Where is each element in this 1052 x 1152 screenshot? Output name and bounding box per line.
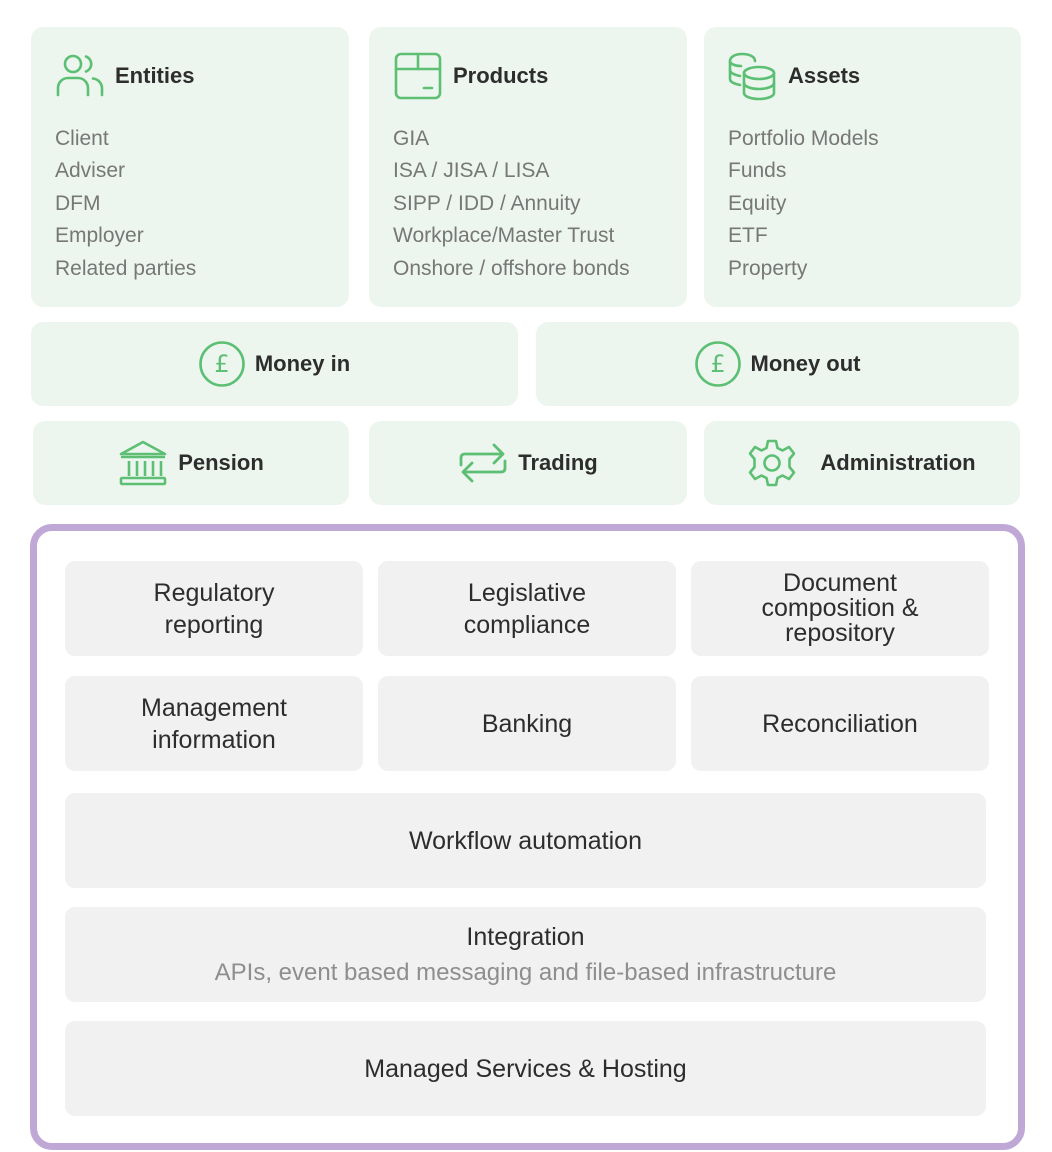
database-icon xyxy=(728,52,776,101)
box-icon xyxy=(394,52,442,100)
money-out-pill: £ Money out xyxy=(536,322,1019,406)
administration-label: Administration xyxy=(820,450,976,475)
list-item: ETF xyxy=(728,224,768,248)
workflow-automation-box: Workflow automation xyxy=(65,793,986,888)
entities-list: Client Adviser DFM Employer Related part… xyxy=(55,123,196,285)
box-line: information xyxy=(152,725,276,754)
list-item: DFM xyxy=(55,191,101,215)
pound-icon: £ xyxy=(199,341,245,387)
pound-icon: £ xyxy=(694,341,741,387)
regulatory-reporting-box: Regulatory reporting xyxy=(65,561,363,656)
list-item: GIA xyxy=(393,127,430,150)
money-in-pill: £ Money in xyxy=(31,322,518,406)
integration-subtitle: APIs, event based messaging and file-bas… xyxy=(214,958,837,986)
list-item: Workplace/Master Trust xyxy=(393,224,615,248)
box-line: composition & xyxy=(761,594,919,622)
pension-label: Pension xyxy=(178,450,264,475)
trading-label: Trading xyxy=(518,450,598,475)
box-line: Reconciliation xyxy=(762,709,918,738)
money-in-label: Money in xyxy=(254,351,351,376)
svg-text:£: £ xyxy=(214,350,229,378)
box-line: reporting xyxy=(164,610,264,639)
entities-header: Entities xyxy=(55,51,194,101)
assets-card: Assets Portfolio Models Funds Equity ETF… xyxy=(704,27,1021,307)
pension-pill: Pension xyxy=(33,421,349,505)
integration-title: Integration xyxy=(466,922,585,951)
list-item: Onshore / offshore bonds xyxy=(393,256,630,280)
assets-header: Assets xyxy=(728,51,860,101)
box-line: Legislative xyxy=(467,578,587,607)
list-item: SIPP / IDD / Annuity xyxy=(393,191,581,215)
workflow-label: Workflow automation xyxy=(409,826,642,855)
document-composition-box: Document composition & repository xyxy=(691,561,989,656)
box-line: Document xyxy=(783,569,897,597)
gear-icon xyxy=(749,439,796,487)
bank-icon xyxy=(119,440,167,486)
box-line: Regulatory xyxy=(153,578,275,607)
box-line: repository xyxy=(785,619,895,647)
legislative-compliance-box: Legislative compliance xyxy=(378,561,676,656)
box-line: Management xyxy=(141,693,287,722)
banking-box: Banking xyxy=(378,676,676,771)
card-title: Entities xyxy=(115,63,195,88)
money-out-label: Money out xyxy=(750,351,861,376)
list-item: ISA / JISA / LISA xyxy=(393,159,550,183)
list-item: Employer xyxy=(55,224,144,248)
management-information-box: Management information xyxy=(65,676,363,771)
list-item: Funds xyxy=(728,159,787,183)
administration-pill: Administration xyxy=(704,421,1020,505)
list-item: Related parties xyxy=(55,256,197,280)
reconciliation-box: Reconciliation xyxy=(691,676,989,771)
list-item: Client xyxy=(55,127,109,150)
card-title: Products xyxy=(453,63,549,88)
box-line: Banking xyxy=(481,709,573,738)
svg-text:£: £ xyxy=(710,350,725,378)
assets-list: Portfolio Models Funds Equity ETF Proper… xyxy=(728,123,879,285)
list-item: Equity xyxy=(728,191,787,215)
integration-box: Integration APIs, event based messaging … xyxy=(65,907,986,1002)
products-list: GIA ISA / JISA / LISA SIPP / IDD / Annui… xyxy=(393,123,630,285)
hosting-label: Managed Services & Hosting xyxy=(364,1054,687,1083)
managed-services-box: Managed Services & Hosting xyxy=(65,1021,986,1116)
trading-pill: Trading xyxy=(369,421,687,505)
people-icon xyxy=(56,54,104,97)
box-line: compliance xyxy=(463,610,591,639)
products-header: Products xyxy=(393,51,548,101)
transfer-arrows-icon xyxy=(459,443,507,483)
list-item: Adviser xyxy=(55,159,126,183)
list-item: Property xyxy=(728,256,808,280)
products-card: Products GIA ISA / JISA / LISA SIPP / ID… xyxy=(369,27,687,307)
entities-card: Entities Client Adviser DFM Employer Rel… xyxy=(31,27,349,307)
list-item: Portfolio Models xyxy=(728,127,879,150)
card-title: Assets xyxy=(788,63,861,88)
